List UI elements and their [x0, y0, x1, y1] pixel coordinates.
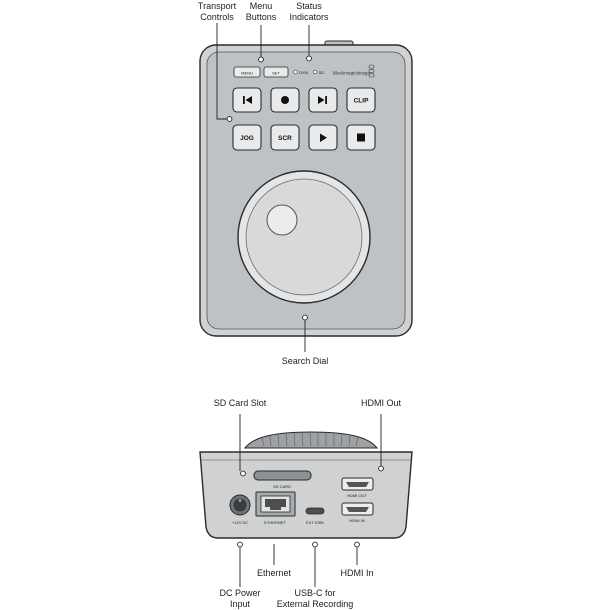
scr-button-label: SCR	[278, 135, 292, 142]
callout-hdmi-out: HDMI Out	[360, 398, 401, 408]
set-button-label: SET	[272, 71, 280, 76]
ethernet-port[interactable]	[255, 491, 296, 517]
sd-indicator-led	[312, 69, 318, 75]
rear-callout-lines	[237, 414, 384, 587]
skip-forward-icon	[318, 96, 327, 104]
transport-leader-line	[216, 23, 227, 120]
top-callout-lines	[216, 23, 312, 352]
rear-body	[199, 451, 413, 539]
disk-indicator-led	[293, 69, 298, 75]
callout-menu-buttons: Menu Buttons	[245, 1, 277, 22]
callout-ethernet: Ethernet	[256, 568, 292, 578]
callout-sd-card-slot: SD Card Slot	[213, 398, 267, 408]
callout-search-dial: Search Dial	[281, 356, 329, 366]
stop-icon	[357, 133, 365, 142]
usb-c-port[interactable]	[305, 507, 325, 515]
menu-button[interactable]	[233, 66, 261, 78]
record-button[interactable]	[270, 87, 300, 113]
clip-button-label: CLIP	[354, 98, 369, 105]
play-icon	[320, 133, 327, 142]
dc-power-port[interactable]	[229, 494, 251, 516]
skip-back-icon	[243, 96, 252, 104]
rear-view: SD CARD HDMI OUT HDMI IN +12V DC ETHERNE…	[199, 431, 413, 539]
search-dial[interactable]	[237, 170, 371, 304]
skip-forward-button[interactable]	[308, 87, 338, 113]
hdmi-out-label: HDMI OUT	[347, 493, 367, 498]
sd-card-label: SD CARD	[273, 484, 291, 489]
disk-indicator-label: DISK	[299, 70, 309, 75]
jog-button-label: JOG	[240, 135, 254, 142]
hdmi-in-label: HDMI IN	[349, 518, 364, 523]
ext-disk-label: EXT DISK	[306, 520, 324, 525]
ethernet-label: ETHERNET	[264, 520, 286, 525]
brand-logo-icon	[368, 64, 375, 78]
play-button[interactable]	[308, 124, 338, 151]
callout-transport-controls: Transport Controls	[197, 1, 237, 22]
jog-button[interactable]: JOG	[232, 124, 262, 151]
callout-usb-c: USB-C for External Recording	[276, 588, 354, 609]
sd-card-slot[interactable]	[253, 470, 312, 481]
rear-dial-knurl	[261, 432, 359, 447]
set-button[interactable]	[263, 66, 289, 78]
record-icon	[281, 96, 289, 104]
callout-dc-power-input: DC Power Input	[219, 588, 261, 609]
brand-wordmark: Blackmagicdesign	[333, 71, 370, 76]
menu-button-label: MENU	[241, 71, 253, 76]
clip-button[interactable]: CLIP	[346, 87, 376, 113]
stop-button[interactable]	[346, 124, 376, 151]
sd-indicator-label: SD	[319, 70, 325, 75]
top-view: MENU SET DISK SD Blackmagicdesign	[199, 40, 413, 337]
skip-back-button[interactable]	[232, 87, 262, 113]
dial-finger-dimple	[266, 204, 298, 236]
callout-hdmi-in: HDMI In	[340, 568, 374, 578]
power-label: +12V DC	[232, 520, 248, 525]
scr-button[interactable]: SCR	[270, 124, 300, 151]
callout-status-indicators: Status Indicators	[289, 1, 329, 22]
